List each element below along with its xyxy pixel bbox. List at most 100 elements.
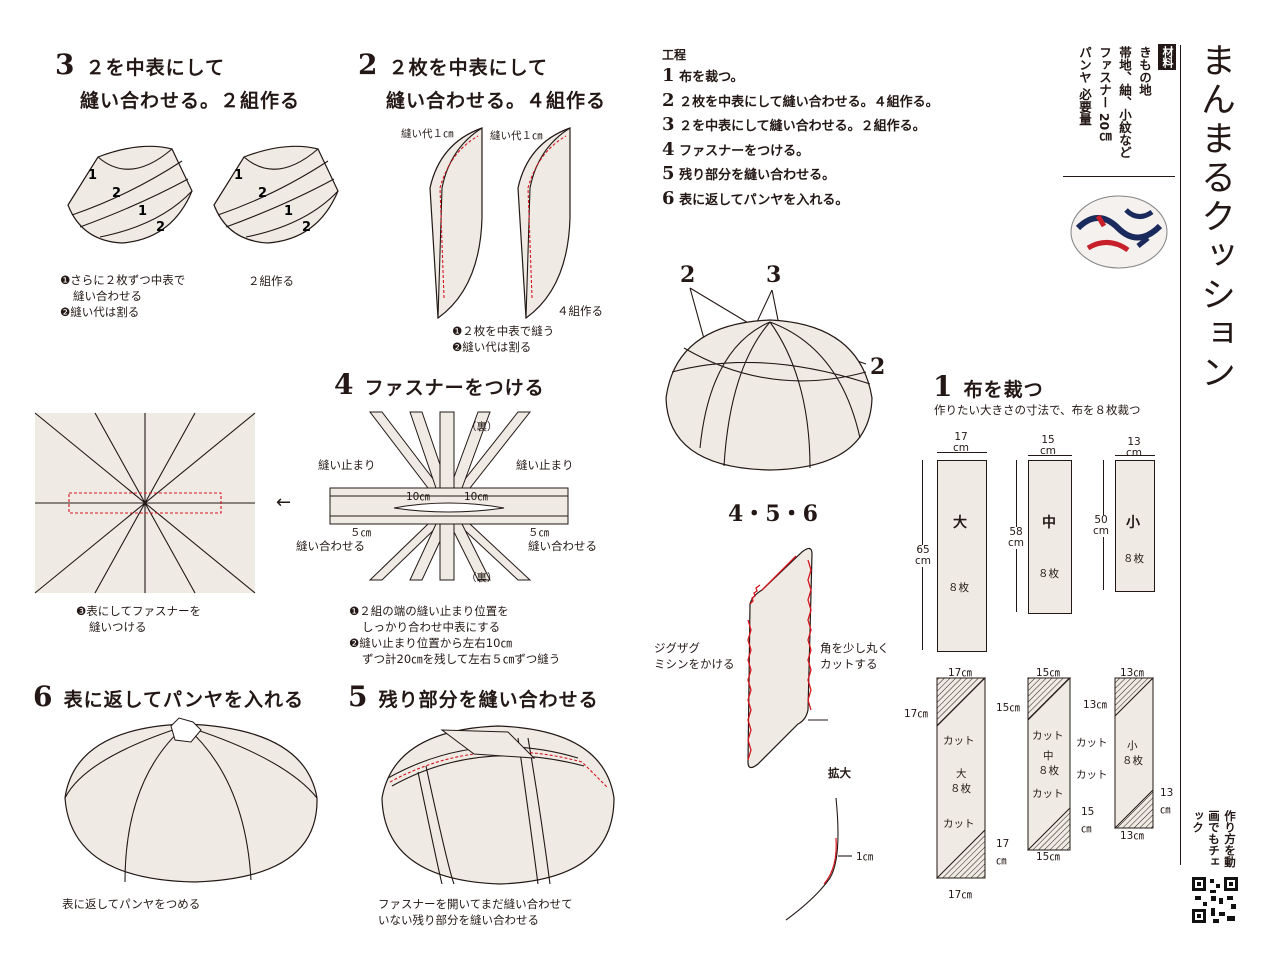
fabric-piece-medium <box>1028 460 1072 614</box>
cut-dim: 15㎝ <box>996 702 1020 714</box>
zigzag-note: ジグザグ ミシンをかける <box>654 641 735 671</box>
cut-dim: 13㎝ <box>1120 667 1144 679</box>
cut-dim: 13 <box>1160 787 1174 799</box>
cut-dim: 15㎝ <box>1036 667 1060 679</box>
cut-label: 中 <box>1043 750 1054 762</box>
overview-cushion <box>665 287 873 471</box>
stop-label: 縫い止まり <box>516 458 574 472</box>
step3-note-right: ２組作る <box>248 274 294 288</box>
cut-dim: 17㎝ <box>948 667 972 679</box>
cut-dim: 15 <box>1081 806 1095 818</box>
process-step: 6 表に返してパンヤを入れる。 <box>662 187 849 209</box>
material-line: きもの地 <box>1137 46 1152 96</box>
svg-text:2: 2 <box>302 220 311 235</box>
materials: 材料 きもの地 帯地、紬、小紋など ファスナー 20㎝ パンヤ 必要量 <box>1068 44 1176 174</box>
cut-label: カット <box>943 735 975 747</box>
materials-divider <box>1063 176 1175 177</box>
svg-text:1: 1 <box>88 168 97 183</box>
cut-dim: 17 <box>996 838 1010 850</box>
step6-diagram <box>64 717 318 883</box>
process-list: 工程 1 布を裁つ。 2 ２枚を中表にして縫い合わせる。４組作る。 3 ２を中表… <box>662 46 939 212</box>
step1-heading: 1 布を裁つ <box>933 370 1044 403</box>
qr-code[interactable] <box>1191 876 1239 924</box>
materials-heading: 材料 <box>1158 44 1176 70</box>
step3-heading-line2: 縫い合わせる。２組作る <box>80 90 301 112</box>
piece-size-label: 大 <box>953 515 967 531</box>
process-step: 1 布を裁つ。 <box>662 65 744 86</box>
length-label: 10㎝ <box>464 491 488 503</box>
five-cm-label: ５㎝ <box>528 527 549 539</box>
step6-note: 表に返してパンヤをつめる <box>62 897 201 911</box>
video-label: 作り方を動画でもチェック <box>1191 810 1237 868</box>
step2-heading-line2: 縫い合わせる。４組作る <box>386 90 607 112</box>
cut-dim: ㎝ <box>1081 823 1092 835</box>
sew-label: 縫い合わせる <box>528 539 597 553</box>
process-step: 3 ２を中表にして縫い合わせる。２組作る。 <box>662 114 926 135</box>
width-line <box>1028 455 1072 456</box>
cut-label: カット <box>1032 730 1064 742</box>
svg-text:2: 2 <box>258 186 267 201</box>
piece-count-label: ８枚 <box>1123 553 1144 565</box>
step3-heading: 3 ２を中表にして <box>55 48 226 81</box>
cut-label: カット <box>1076 769 1108 781</box>
length-label: 10㎝ <box>406 491 430 503</box>
step4-left-note: ❸表にしてファスナーを 縫いつける <box>76 604 201 634</box>
back-side-label: （裏） <box>466 572 498 584</box>
cut-dim: ㎝ <box>996 855 1007 867</box>
cut-label: カット <box>943 818 975 830</box>
zoom-diagram <box>785 797 852 921</box>
piece-count-label: ８枚 <box>948 582 969 594</box>
process-step: 4 ファスナーをつける。 <box>662 138 810 160</box>
piece-size-label: 中 <box>1042 515 1056 531</box>
cut-dim: 13㎝ <box>1120 830 1144 842</box>
step2-heading: 2 ２枚を中表にして <box>358 48 549 81</box>
seam-allowance-label: 縫い代１㎝ <box>490 130 543 142</box>
svg-text:1: 1 <box>138 204 147 219</box>
process-step: 5 残り部分を縫い合わせる。 <box>662 163 836 184</box>
stop-label: 縫い止まり <box>318 458 376 472</box>
cushion-photo <box>1070 195 1168 269</box>
cut-dim: 17㎝ <box>904 708 928 720</box>
step3-diagram: 1 2 1 2 1 2 1 2 <box>67 145 339 244</box>
cut-dim: ㎝ <box>1160 804 1171 816</box>
round-corner-note: 角を少し丸く カットする <box>820 641 889 671</box>
step2-note: ❶２枚を中表で縫う ❷縫い代は割る <box>452 324 555 354</box>
step2-note-right: ４組作る <box>557 304 603 318</box>
callout-label: 2 <box>680 262 696 288</box>
svg-text:1: 1 <box>234 168 243 183</box>
material-line: ファスナー 20㎝ <box>1097 46 1112 143</box>
zoom-label: 拡大 <box>828 766 851 780</box>
cut-dim: 17㎝ <box>948 889 972 901</box>
step4-heading: 4 ファスナーをつける <box>334 368 545 401</box>
cut-dim: 13㎝ <box>1083 699 1107 711</box>
material-line: パンヤ 必要量 <box>1077 46 1092 126</box>
svg-text:2: 2 <box>112 186 121 201</box>
cut-label: カット <box>1076 737 1108 749</box>
width-line <box>1115 455 1155 456</box>
step5-diagram <box>381 725 615 885</box>
cut-diagrams <box>935 677 1155 879</box>
material-line: 帯地、紬、小紋など <box>1117 46 1132 159</box>
fabric-piece-large <box>937 460 987 652</box>
process-heading: 工程 <box>662 48 687 62</box>
step5-heading: 5 残り部分を縫い合わせる <box>348 680 599 713</box>
page-title: まんまるクッション <box>1195 42 1235 393</box>
callout-label: 2 <box>870 354 886 380</box>
cut-label: 小 <box>1127 740 1138 752</box>
cut-label: カット <box>1032 788 1064 800</box>
cut-label: 大 <box>956 768 967 780</box>
step2-diagram <box>429 127 571 320</box>
step4-diagram <box>329 411 569 581</box>
step5-note: ファスナーを開いてまだ縫い合わせて いない残り部分を縫い合わせる <box>378 897 573 927</box>
cut-label: ８枚 <box>1122 755 1143 767</box>
svg-text:1: 1 <box>284 204 293 219</box>
seam-allowance-label: 縫い代１㎝ <box>401 128 454 140</box>
step4-note: ❶２組の端の縫い止まり位置を しっかり合わせ中表にする ❷縫い止まり位置から左右… <box>349 604 561 666</box>
step4-finished-panel <box>34 412 256 594</box>
piece-size-label: 小 <box>1126 515 1140 531</box>
